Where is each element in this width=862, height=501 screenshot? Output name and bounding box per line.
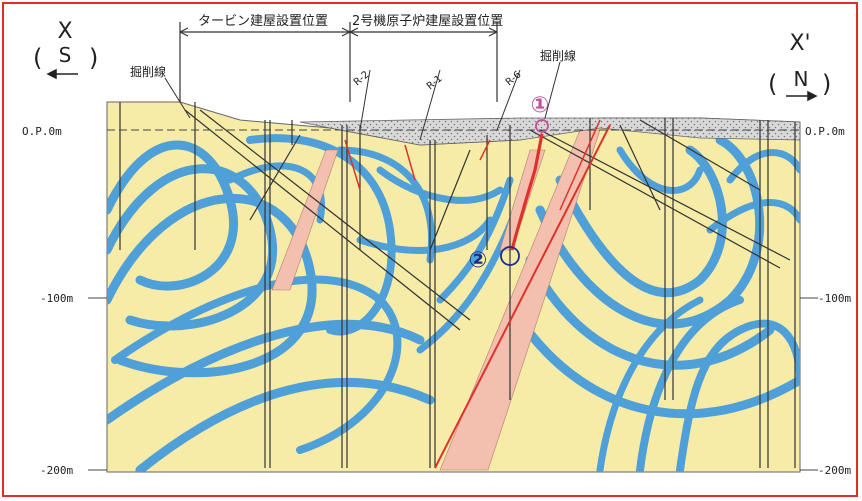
stratum-band xyxy=(636,296,744,472)
stratum-band xyxy=(676,319,800,472)
fault-zone-left xyxy=(271,149,339,291)
fault-leaders xyxy=(164,61,561,141)
depth-label-100-left: -100m xyxy=(40,292,73,305)
fault-trace-highlight xyxy=(510,133,544,251)
depth-label-100-right: -100m xyxy=(818,292,851,305)
fault-line-secondary xyxy=(559,119,601,211)
inclined-boreholes xyxy=(184,109,791,331)
stratum-band xyxy=(726,149,800,184)
fault-label-r2: R-2 xyxy=(352,69,372,88)
stratum-band xyxy=(555,145,727,297)
fault-line-r6 xyxy=(479,139,491,161)
arrow-right-icon xyxy=(786,90,818,102)
fault-label-r6: R-6 xyxy=(504,69,524,88)
depth-label-200-right: -200m xyxy=(818,464,851,477)
direction-right-paren-close: ) xyxy=(822,70,831,98)
fault-line-r2 xyxy=(344,139,361,191)
stratum-band xyxy=(706,199,800,234)
direction-left-letter: X xyxy=(57,19,72,44)
depth-label-200-left: -200m xyxy=(40,464,73,477)
depth-label-op0-right: O.P.0m xyxy=(805,125,845,138)
arrow-left-icon xyxy=(46,68,78,80)
marker-2-label: ② xyxy=(469,248,488,273)
direction-right-letter: X' xyxy=(789,31,810,56)
stratum-band xyxy=(616,146,704,194)
fault-label-r1: R-1 xyxy=(425,73,445,92)
turbine-building-label: タービン建屋設置位置 xyxy=(198,13,328,29)
fault-line-main xyxy=(434,124,611,469)
marker-1-label: ① xyxy=(531,93,550,118)
marker-2-ring xyxy=(500,246,520,266)
reactor-building-label: 2号機原子炉建屋設置位置 xyxy=(352,13,503,29)
fault-lines xyxy=(344,119,611,469)
fault-line-r1 xyxy=(404,144,416,181)
stratum-band xyxy=(436,176,514,304)
stratum-band xyxy=(356,216,494,254)
stratum-band xyxy=(376,166,504,204)
stratum-band xyxy=(107,193,317,378)
direction-right-bearing: N xyxy=(794,67,809,91)
direction-left-paren-close: ) xyxy=(89,44,98,72)
stratum-band xyxy=(107,319,425,425)
stratum-band xyxy=(596,296,704,472)
depth-label-op0-left: O.P.0m xyxy=(22,125,62,138)
direction-left-bearing: S xyxy=(59,43,72,67)
surface-fill xyxy=(299,117,801,146)
stratum-band xyxy=(135,377,435,472)
building-extent xyxy=(179,22,498,102)
direction-left-paren-open: ( xyxy=(33,44,42,72)
direction-right-paren-open: ( xyxy=(768,70,777,98)
marker-1-ring xyxy=(535,119,549,133)
excavation-line-label-left: 掘削線 xyxy=(130,64,166,79)
excavation-line-label-right: 掘削線 xyxy=(540,48,576,63)
stratum-band xyxy=(246,134,396,336)
boreholes xyxy=(119,102,796,468)
